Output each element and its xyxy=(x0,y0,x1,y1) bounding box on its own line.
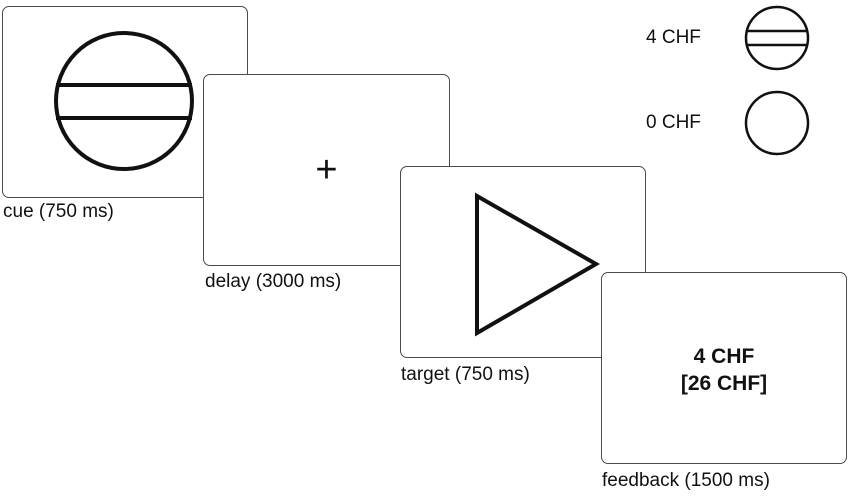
feedback-reward: 4 CHF xyxy=(693,345,755,368)
target-caption: target (750 ms) xyxy=(401,364,530,385)
fixation-cross-icon: + xyxy=(315,149,338,191)
cue-circle-with-bar-icon xyxy=(54,31,194,171)
legend-label-no-reward: 0 CHF xyxy=(646,112,701,133)
feedback-text: 4 CHF [26 CHF] xyxy=(602,343,846,397)
feedback-total: [26 CHF] xyxy=(680,372,768,395)
cue-caption: cue (750 ms) xyxy=(3,201,114,222)
legend-empty-circle-icon xyxy=(744,90,810,156)
delay-caption: delay (3000 ms) xyxy=(205,271,342,292)
legend-circle-with-bar-icon xyxy=(744,5,810,71)
legend-label-reward: 4 CHF xyxy=(646,27,701,48)
feedback-caption: feedback (1500 ms) xyxy=(602,470,770,491)
target-triangle-icon xyxy=(475,192,601,337)
feedback-panel: 4 CHF [26 CHF] xyxy=(601,272,847,464)
